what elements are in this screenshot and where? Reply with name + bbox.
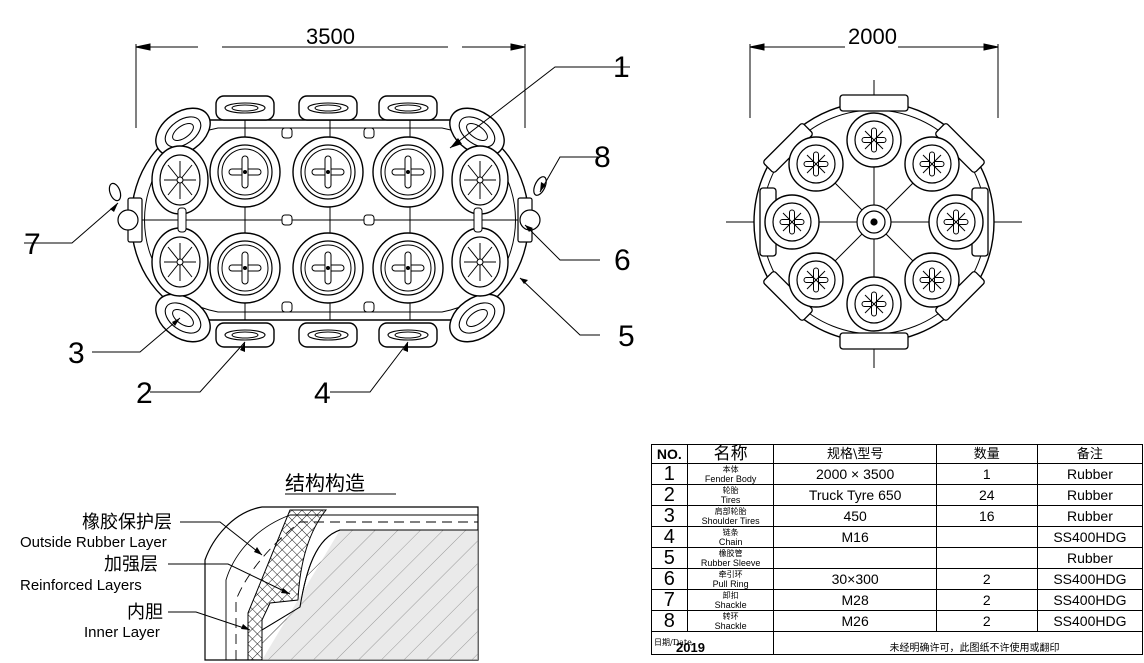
structure-title: 结构构造 [285,471,365,495]
row-no: 5 [651,547,688,569]
reinforced-layer-cn: 加强层 [104,554,158,575]
header-remark: 备注 [1036,444,1144,464]
callout-7: 7 [24,228,41,261]
arrow-heads [110,138,546,352]
length-label: 3500 [306,24,355,49]
copyright-note: 未经明确许可，此图纸不许使用或翻印 [773,631,1143,655]
callout-1: 1 [613,51,630,84]
date-cell: 日期/Date 2019 [650,631,775,655]
callout-2: 2 [136,377,153,410]
row-no: 3 [651,505,688,527]
structure-section: 结构构造 橡胶保护层 Outside Rubber Layer 加强层 Rein… [20,471,479,661]
row-qty [935,526,1038,548]
row-no: 1 [651,463,688,485]
row-spec [773,547,937,569]
row-remark: SS400HDG [1036,568,1144,590]
end-view: 2000 [726,24,1022,368]
inner-layer-en: Inner Layer [84,624,160,641]
diameter-label: 2000 [848,24,897,49]
row-qty: 2 [935,568,1038,590]
structure-leaders [168,521,291,631]
row-qty [935,547,1038,569]
end-fittings [108,176,547,243]
outer-layer-cn: 橡胶保护层 [82,512,172,533]
row-spec: Truck Tyre 650 [773,484,937,506]
end-view-hub [856,204,892,240]
table-footer: 日期/Date 2019 未经明确许可，此图纸不许使用或翻印 [650,631,1143,655]
length-dimension [135,43,526,128]
row-qty: 24 [935,484,1038,506]
reinforced-layer [247,509,328,661]
reinforced-layer-en: Reinforced Layers [20,577,142,594]
row-no: 7 [651,589,688,611]
header-spec: 规格\型号 [773,444,937,464]
row-remark: SS400HDG [1036,589,1144,611]
row-no: 6 [651,568,688,590]
outer-layer-en: Outside Rubber Layer [20,534,167,551]
row-qty: 2 [935,589,1038,611]
row-no: 4 [651,526,688,548]
row-remark: Rubber [1036,547,1144,569]
row-remark: SS400HDG [1036,526,1144,548]
callout-6: 6 [614,244,631,277]
callout-4: 4 [314,377,331,410]
row-no: 8 [651,610,688,632]
row-spec: M16 [773,526,937,548]
row-no: 2 [651,484,688,506]
row-qty: 1 [935,463,1038,485]
leader-lines [24,66,630,393]
side-view: 3500 [24,24,635,410]
row-spec: 2000 × 3500 [773,463,937,485]
rubber-sleeves [177,127,483,313]
table-header: NO. 名称 规格\型号 数量 备注 [651,444,1144,464]
row-qty: 16 [935,505,1038,527]
date-value: 2019 [676,640,705,655]
header-name: 名称 [686,444,775,464]
header-qty: 数量 [935,444,1038,464]
diameter-dimension [749,43,999,118]
inner-layer-cn: 内胆 [127,602,163,623]
callout-5: 5 [618,320,635,353]
callout-8: 8 [594,141,611,174]
row-spec: M26 [773,610,937,632]
row-remark: Rubber [1036,505,1144,527]
row-remark: Rubber [1036,484,1144,506]
header-no: NO. [651,444,688,464]
row-qty: 2 [935,610,1038,632]
callout-3: 3 [68,337,85,370]
row-remark: Rubber [1036,463,1144,485]
date-label: 日期/Date [654,638,692,647]
row-spec: 450 [773,505,937,527]
row-spec: M28 [773,589,937,611]
row-remark: SS400HDG [1036,610,1144,632]
row-spec: 30×300 [773,568,937,590]
